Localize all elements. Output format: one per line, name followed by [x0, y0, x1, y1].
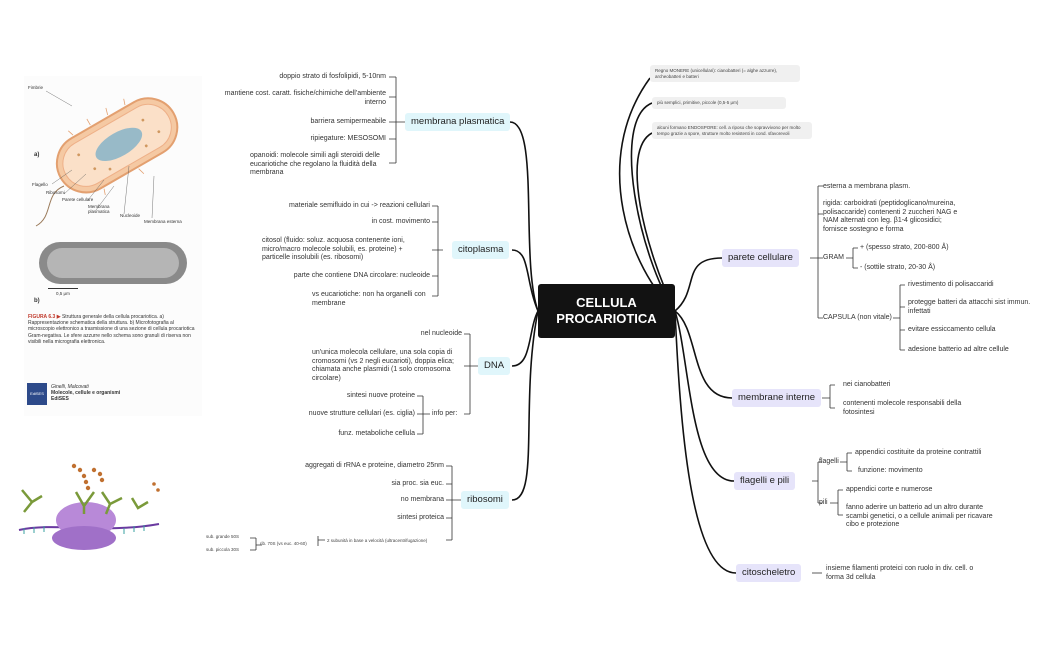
ribosomi-item: aggregati di rRNA e proteine, diametro 2… — [305, 462, 444, 469]
fig-label-a: a) — [34, 152, 40, 158]
branch-parete-cellulare[interactable]: parete cellulare — [722, 249, 799, 267]
ribosomi-sub-large: sub. grande 50S — [206, 534, 240, 539]
citoplasma-item: materiale semifluido in cui -> reazioni … — [288, 202, 430, 209]
citoplasma-item: parte che contiene DNA circolare: nucleo… — [293, 272, 430, 279]
ribosomi-item: sintesi proteica — [397, 514, 444, 521]
root-title-line1: CELLULA — [576, 295, 637, 310]
ribosomi-sub-small: sub. piccola 30S — [206, 547, 240, 552]
book-credits: Ginelli, Malcovati Molecole, cellule e o… — [51, 384, 120, 402]
book-authors: Ginelli, Malcovati — [51, 384, 89, 390]
dna-info-item: sintesi nuove proteine — [346, 392, 415, 399]
parete-item: esterna a membrana plasm. — [823, 183, 911, 190]
dna-info-label: info per: — [432, 410, 458, 417]
citoplasma-item: vs eucariotiche: non ha organelli con me… — [312, 291, 426, 307]
bacterium-illustration — [35, 90, 179, 227]
link-citoplasma — [511, 249, 539, 312]
link-ribosomi — [511, 310, 539, 501]
link-flagelli — [674, 310, 735, 482]
branch-dna[interactable]: DNA — [478, 357, 511, 375]
ribosomi-item: sia proc. sia euc. — [391, 480, 444, 487]
fig-label-scale: 0,5 μm — [56, 291, 70, 296]
parete-gram-item: - (sottile strato, 20-30 Å) — [860, 264, 936, 271]
ribosomi-70s: rib. 70S (vs euc. 40-60) — [260, 541, 307, 546]
link-parete — [674, 257, 723, 312]
membrana-item: doppio strato di fosfolipidi, 5-10nm — [279, 73, 386, 80]
pili-item: fanno aderire un batterio ad un altro du… — [846, 504, 993, 528]
ribosomi-item: no membrana — [400, 496, 444, 503]
fig-label-flagello: Flagello — [32, 182, 48, 187]
branch-membrana-plasmatica[interactable]: membrana plasmatica — [405, 113, 511, 131]
parete-gram-label: GRAM — [823, 254, 844, 261]
dna-info-item: nuove strutture cellulari (es. ciglia) — [308, 410, 415, 417]
membrana-item: ripiegature: MESOSOMI — [310, 135, 386, 142]
note-semplici[interactable]: più semplici, primitive, piccole (0,5-5 … — [652, 97, 786, 109]
membrana-item: mantiene cost. caratt. fisiche/chimiche … — [224, 90, 386, 106]
fig-label-nucleoide: Nucleoide — [120, 213, 141, 218]
parete-capsula-item: rivestimento di polisaccaridi — [908, 281, 994, 288]
ribosome-illustration — [18, 463, 160, 550]
branch-citoscheletro[interactable]: citoscheletro — [736, 564, 802, 582]
parete-capsula-item: protegge batteri da attacchi sist immun.… — [908, 299, 1031, 315]
parete-item: rigida: carboidrati (peptidoglicano/mure… — [823, 200, 958, 233]
root-title-line2: PROCARIOTICA — [556, 311, 657, 326]
fig-label-parete: Parete cellulare — [62, 197, 94, 202]
dna-item: un'unica molecola cellulare, una sola co… — [312, 349, 455, 382]
book-title: Molecole, cellule e organismi — [51, 390, 121, 396]
fig-label-fimbrie: Fimbrie — [28, 85, 44, 90]
membrane-interne-item: contenenti molecole responsabili della f… — [843, 400, 962, 416]
fig-label-b: b) — [34, 298, 40, 304]
flagelli-item: funzione: movimento — [858, 467, 923, 474]
fig-label-membrana-esterna: Membrana esterna — [144, 219, 182, 224]
parete-capsula-item: evitare essiccamento cellula — [908, 326, 996, 333]
parete-capsula-item: adesione batterio ad altre cellule — [908, 346, 1009, 353]
link-note-1 — [618, 77, 676, 312]
pili-item: appendici corte e numerose — [846, 486, 933, 493]
caption-text: Struttura generale della cellula procari… — [28, 314, 195, 345]
branch-citoplasma[interactable]: citoplasma — [452, 241, 510, 259]
link-dna — [511, 310, 539, 367]
figure-caption: FIGURA 6.3 ▶ Struttura generale della ce… — [28, 314, 198, 345]
note-monere[interactable]: Regno MONERE (unicellulari): cianobatter… — [650, 65, 800, 82]
fig-label-membrana: Membrana plasmatica — [88, 204, 110, 214]
membrana-item: opanoidi: molecole simili agli steroidi … — [250, 152, 380, 176]
book-publisher: EdiSES — [51, 396, 69, 402]
parete-capsula-label: CAPSULA (non vitale) — [823, 314, 892, 321]
dna-info-item: funz. metaboliche cellula — [338, 430, 415, 437]
branch-membrane-interne[interactable]: membrane interne — [732, 389, 822, 407]
ribosomi-subunits: 2 subunità in base a velocità (ultracent… — [327, 538, 428, 543]
scale-bar — [48, 288, 78, 289]
fig-label-ribosomi: Ribosomi — [46, 190, 65, 195]
membrana-item: barriera semipermeabile — [310, 118, 386, 125]
link-citoscheletro — [674, 310, 737, 574]
publisher-logo: EdiSES — [27, 383, 47, 405]
pili-label: pili — [819, 499, 828, 506]
membrane-interne-item: nei cianobatteri — [843, 381, 891, 388]
citoplasma-item: citosol (fluido: soluz. acquosa contenen… — [262, 237, 405, 261]
flagelli-item: appendici costituite da proteine contrat… — [855, 449, 982, 456]
branch-flagelli-e-pili[interactable]: flagelli e pili — [734, 472, 796, 490]
flagelli-label: flagelli — [819, 458, 839, 465]
citoscheletro-item: insieme filamenti proteici con ruolo in … — [826, 565, 974, 581]
caption-figure-number: FIGURA 6.3 ▶ — [28, 314, 61, 320]
branch-ribosomi[interactable]: ribosomi — [461, 491, 509, 509]
electron-micrograph — [39, 242, 187, 284]
parete-gram-item: + (spesso strato, 200-800 Å) — [860, 244, 949, 251]
link-membrana — [509, 121, 539, 312]
citoplasma-item: in cost. movimento — [371, 218, 430, 225]
textbook-figure: Fimbrie a) Flagello Ribosomi Parete cell… — [24, 76, 202, 416]
note-endospore[interactable]: alcuni formano ENDOSPORE: cell. a riposo… — [652, 122, 812, 139]
dna-item: nel nucleoide — [420, 330, 462, 337]
link-membrane-interne — [674, 310, 733, 399]
